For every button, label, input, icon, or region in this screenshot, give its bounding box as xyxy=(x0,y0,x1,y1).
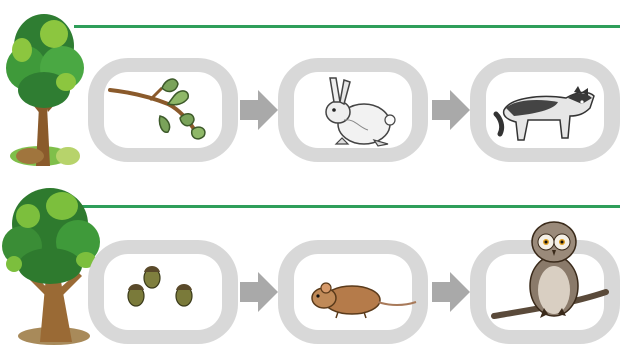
chain-frame-primary-consumer xyxy=(278,240,428,344)
chain-frame-primary-consumer xyxy=(278,58,428,162)
arrow-icon xyxy=(432,272,470,312)
acorns-icon xyxy=(127,266,193,307)
mouse-icon xyxy=(311,282,417,319)
arrow-icon xyxy=(240,90,278,130)
oak-tree-icon xyxy=(2,188,100,345)
owl-icon xyxy=(491,221,609,319)
food-chain-row-2 xyxy=(0,178,627,348)
arrow-icon xyxy=(240,272,278,312)
chain-frame-secondary-consumer xyxy=(470,221,620,344)
arrow-icon xyxy=(432,90,470,130)
chain-frame-producer xyxy=(88,240,238,344)
row-divider-line xyxy=(74,25,620,28)
acorn-icon xyxy=(127,284,145,307)
tree-icon xyxy=(6,14,84,166)
chain-frame-secondary-consumer xyxy=(470,58,620,162)
leaves-icon xyxy=(108,78,206,140)
wolf-icon xyxy=(493,86,595,141)
row-divider-line xyxy=(74,205,620,208)
chain-frame-producer xyxy=(88,58,238,162)
rabbit-icon xyxy=(325,77,396,147)
acorn-icon xyxy=(143,266,161,289)
acorn-icon xyxy=(175,284,193,307)
food-chain-row-1 xyxy=(0,0,627,170)
